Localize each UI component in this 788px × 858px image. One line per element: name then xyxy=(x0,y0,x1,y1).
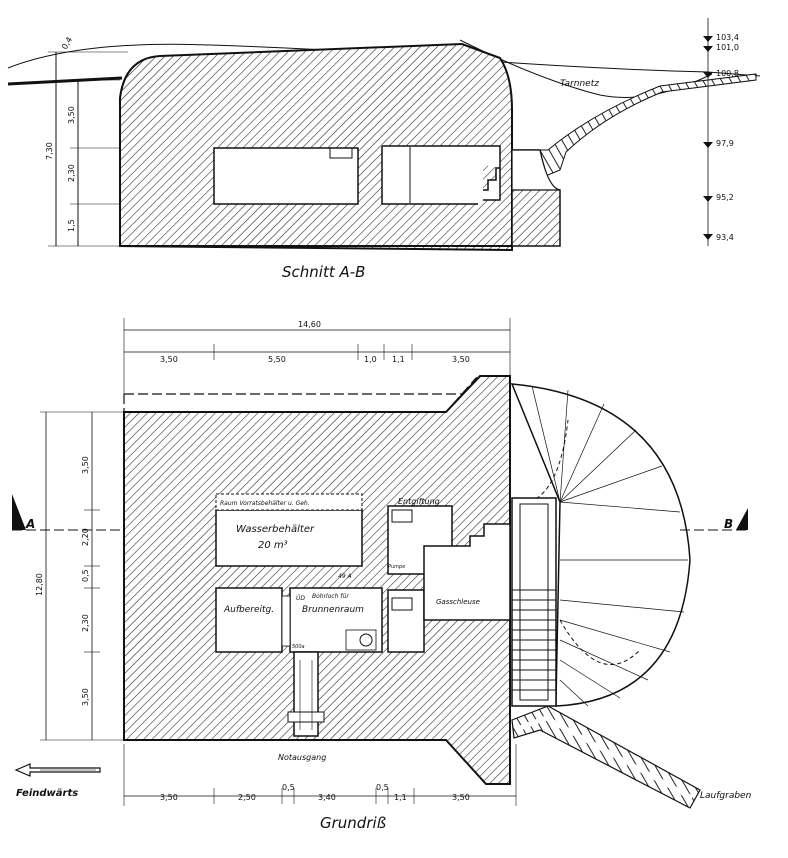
laufgraben-trench xyxy=(511,705,701,809)
section-room-left xyxy=(213,147,359,205)
marker-b-label: B xyxy=(724,517,733,531)
plan-left-dim-5: 3,50 xyxy=(81,688,90,706)
plan-left-dim-1: 3,50 xyxy=(81,456,90,474)
room-wasserbehaelter xyxy=(215,509,363,567)
room-vorrat-dashed xyxy=(215,493,363,511)
sec-dim-total: 7,30 xyxy=(45,142,54,160)
marker-b: B xyxy=(680,508,748,531)
plan-bottom-dim-1: 3,50 xyxy=(160,793,178,802)
emplacement xyxy=(510,383,691,707)
elev-1: 103,4 xyxy=(716,33,739,42)
plan-left-dim-4: 2,30 xyxy=(81,614,90,632)
room-corridor xyxy=(423,523,511,621)
section-view: 7,30 3,50 2,30 1,5 0,4 103,4 101,0 100,8… xyxy=(7,18,761,281)
ground-left xyxy=(7,76,123,86)
notausgang-shaft xyxy=(293,651,319,737)
marker-a: A xyxy=(12,494,120,531)
plan-title: Grundriß xyxy=(320,814,386,832)
label-small-b: ÜD xyxy=(296,595,305,602)
label-volume: 20 m³ xyxy=(258,540,288,551)
label-entgiftung: Entgiftung xyxy=(398,497,440,506)
tarnnetz-label: Tarnnetz xyxy=(560,79,599,89)
plan-bottom-dim-2: 2,50 xyxy=(238,793,256,802)
bunker-plan-body xyxy=(123,375,511,785)
earth-slope xyxy=(511,73,757,191)
label-gasschleuse: Gasschleuse xyxy=(436,598,480,606)
label-wasserbehaelter: Wasserbehälter xyxy=(236,524,315,535)
marker-a-label: A xyxy=(25,517,35,531)
label-aufbereitung: Aufbereitg. xyxy=(223,605,274,615)
label-bohrloch: Bohrloch für xyxy=(312,593,349,600)
section-title: Schnitt A-B xyxy=(282,263,365,281)
elevation-marks: 103,4 101,0 100,8 97,9 95,2 93,4 xyxy=(703,18,739,246)
sec-dim-2: 2,30 xyxy=(67,164,76,182)
label-notausgang: Notausgang xyxy=(278,753,326,762)
label-small-d: 500a xyxy=(292,644,305,650)
plan-top-dim-2: 5,50 xyxy=(268,355,286,364)
plan-left-dim-3: 0,5 xyxy=(81,569,90,582)
plan-left-dim-2: 2,20 xyxy=(81,528,90,546)
sec-dim-1: 3,50 xyxy=(67,106,76,124)
plan-bottom-dim-6: 1,1 xyxy=(394,793,407,802)
sec-dim-3: 1,5 xyxy=(67,219,76,232)
plan-bottom-dim-7: 3,50 xyxy=(452,793,470,802)
label-feindwarts: Feindwärts xyxy=(16,788,78,799)
plan-top-dim-5: 3,50 xyxy=(452,355,470,364)
label-laufgraben: Laufgraben xyxy=(700,791,752,801)
plan-bottom-dim-3: 0,5 xyxy=(282,783,295,792)
elev-3: 100,8 xyxy=(716,69,739,78)
label-small-a: 49 A xyxy=(338,573,352,580)
elev-5: 95,2 xyxy=(716,193,734,202)
elev-6: 93,4 xyxy=(716,233,734,242)
sec-top-mark: 0,4 xyxy=(60,35,74,51)
well-symbol xyxy=(359,633,373,647)
plan-top-dim-4: 1,1 xyxy=(392,355,405,364)
elev-4: 97,9 xyxy=(716,139,734,148)
plan-top-total: 14,60 xyxy=(298,320,321,329)
feindwarts-arrow-icon xyxy=(14,763,101,777)
plan-top-dim-3: 1,0 xyxy=(364,355,377,364)
room-aufbereitung xyxy=(215,587,283,653)
plan-left-total: 12,80 xyxy=(35,573,44,596)
plan-bottom-dim-4: 3,40 xyxy=(318,793,336,802)
label-small-c: Pumpe xyxy=(388,564,405,570)
plan-bottom-dim-5: 0,5 xyxy=(376,783,389,792)
section-exit xyxy=(511,149,561,191)
plan-top-dim-1: 3,50 xyxy=(160,355,178,364)
plan-view: 14,60 3,50 5,50 1,0 1,1 3,50 Raum Vorrat… xyxy=(12,318,752,832)
elev-2: 101,0 xyxy=(716,43,739,52)
emplacement-fan xyxy=(510,383,691,707)
label-brunnenraum: Brunnenraum xyxy=(302,605,364,615)
label-vorratsraum: Raum Vorratsbehälter u. Geh. xyxy=(220,500,310,507)
